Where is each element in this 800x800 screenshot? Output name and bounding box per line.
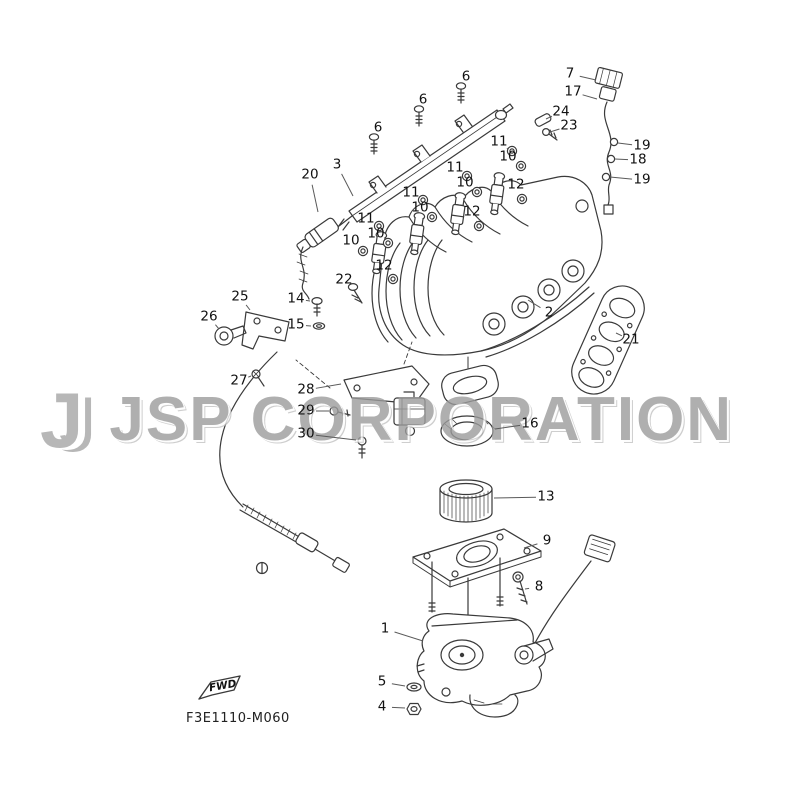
throttle-body: [416, 613, 554, 718]
sensor-connector: [534, 534, 616, 644]
manifold-bolt-22: [347, 283, 363, 304]
nut-4: [406, 702, 422, 716]
bolt-29: [329, 406, 351, 417]
throttle-joint-gasket: [441, 364, 499, 406]
valve-bracket-assembly: [295, 341, 430, 437]
mesh-screen: [439, 479, 493, 523]
seal-ring: [440, 415, 496, 447]
washer-5: [406, 682, 422, 692]
sensor-screws: [534, 113, 558, 141]
clamp-26: [214, 325, 247, 346]
bolt-8: [512, 571, 528, 605]
banjo-bolt-and-washer: [311, 297, 326, 330]
bolt-30: [357, 436, 367, 459]
sensor-and-harness: [594, 66, 623, 215]
cable-bracket: [241, 311, 290, 350]
screw-27: [251, 369, 265, 387]
part-code: F3E1110-M060: [186, 711, 290, 726]
fuel-rail: [348, 103, 514, 223]
spacer-plate: [412, 528, 542, 629]
intake-manifold: [371, 175, 603, 358]
fuel-hose: [300, 246, 310, 300]
fuel-pressure-sensor: [296, 215, 353, 300]
manifold-gasket: [571, 285, 645, 395]
throttle-cable: [219, 351, 350, 575]
fwd-flag: [198, 675, 241, 700]
